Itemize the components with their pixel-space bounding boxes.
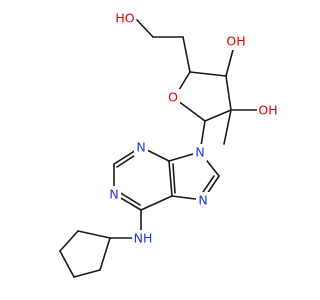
bond: [118, 191, 141, 206]
bond: [168, 160, 173, 197]
bond: [182, 36, 191, 73]
bond: [189, 71, 227, 77]
bond: [59, 250, 75, 278]
molecule-structure: HO OH O OH N N N N: [59, 10, 279, 278]
atom-label: N: [198, 193, 207, 208]
n1-label: N: [107, 186, 121, 203]
atom-label: N: [136, 140, 145, 155]
bond: [225, 75, 232, 111]
atom-label: NH: [134, 231, 153, 246]
bond: [172, 163, 176, 194]
atom-label: O: [168, 90, 178, 105]
bond: [225, 45, 235, 77]
hydroxymethyl-oh-label: HO: [115, 10, 135, 27]
atom-label: OH: [258, 103, 277, 118]
bond-lines: [59, 19, 261, 278]
n3-label: N: [134, 139, 148, 156]
bond: [136, 19, 154, 38]
bond: [59, 230, 79, 252]
c3-oh-label: OH: [226, 33, 246, 50]
n9-label: N: [193, 144, 207, 161]
atom-label: N: [195, 145, 204, 160]
atom-label: N: [109, 187, 118, 202]
bond: [73, 269, 101, 278]
atom-labels: HO OH O OH N N N N: [107, 10, 279, 247]
bond: [140, 195, 173, 211]
nh-label: NH: [132, 230, 154, 247]
atom-label: HO: [115, 11, 134, 26]
bond: [99, 237, 111, 271]
bond: [223, 109, 232, 145]
bond: [204, 109, 232, 122]
atom-label: OH: [226, 34, 245, 49]
bond: [77, 230, 111, 239]
c2-oh-label: OH: [257, 102, 279, 119]
ring-oxygen-label: O: [166, 89, 180, 106]
n7-label: N: [196, 192, 210, 209]
